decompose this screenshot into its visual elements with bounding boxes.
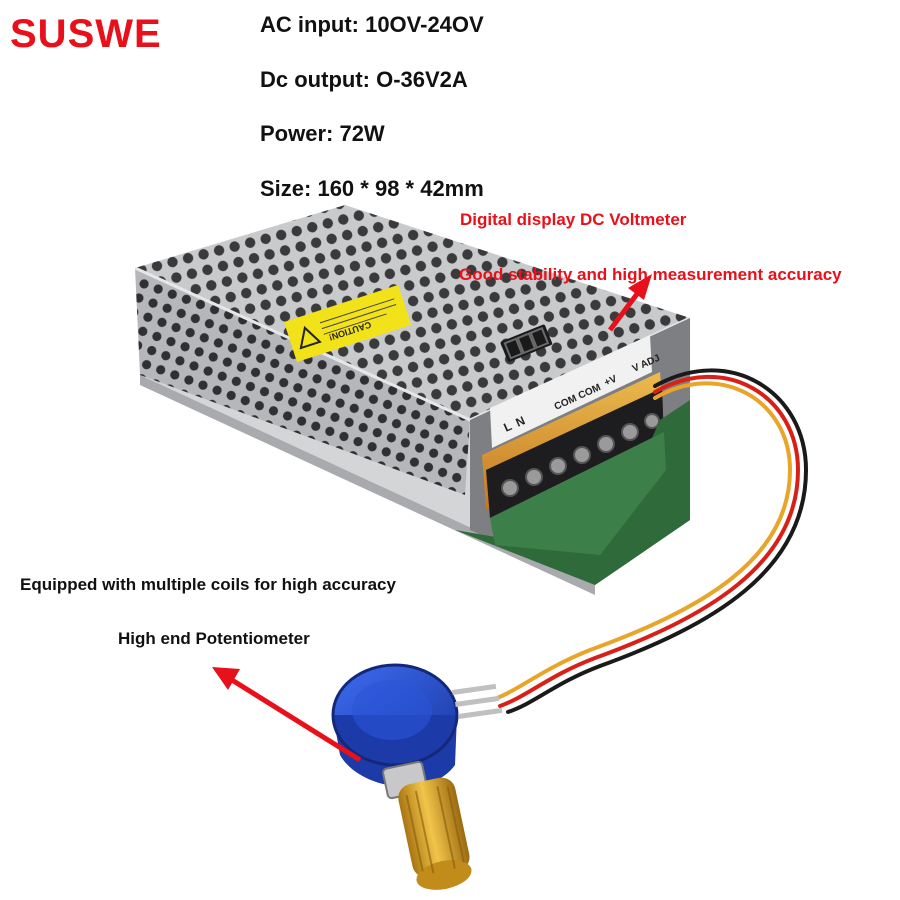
- knob: [398, 777, 472, 890]
- arrow-to-potentiometer: [212, 667, 362, 763]
- top-grille: [135, 205, 690, 420]
- spec-ac-input: AC input: 10OV-24OV: [260, 12, 484, 37]
- svg-text:+V: +V: [603, 373, 619, 388]
- terminal-label-strip: [490, 335, 652, 448]
- callout-display-title: Digital display DC Voltmeter: [460, 210, 687, 229]
- callout-potentiometer: High end Potentiometer: [118, 629, 310, 648]
- arrow-to-display: [608, 274, 652, 332]
- pcb-edge: [455, 400, 690, 585]
- spec-size: Size: 160 * 98 * 42mm: [260, 176, 484, 201]
- terminal-screws: [501, 413, 660, 497]
- brand-logo: SUSWE: [10, 12, 162, 56]
- caption-backdrop: [0, 515, 275, 665]
- potentiometer: [331, 663, 503, 800]
- spec-power: Power: 72W: [260, 121, 385, 146]
- logo-box: SUSWE: [0, 0, 192, 100]
- potentiometer-wires: [490, 368, 809, 714]
- callout-display-detail: Good stability and high measurement accu…: [459, 265, 842, 284]
- voltmeter-display: [500, 324, 553, 362]
- side-grille: [135, 268, 470, 495]
- callout-coils: Equipped with multiple coils for high ac…: [20, 575, 396, 594]
- spec-dc-output: Dc output: O-36V2A: [260, 67, 468, 92]
- caution-label: CAUTION!: [284, 284, 412, 362]
